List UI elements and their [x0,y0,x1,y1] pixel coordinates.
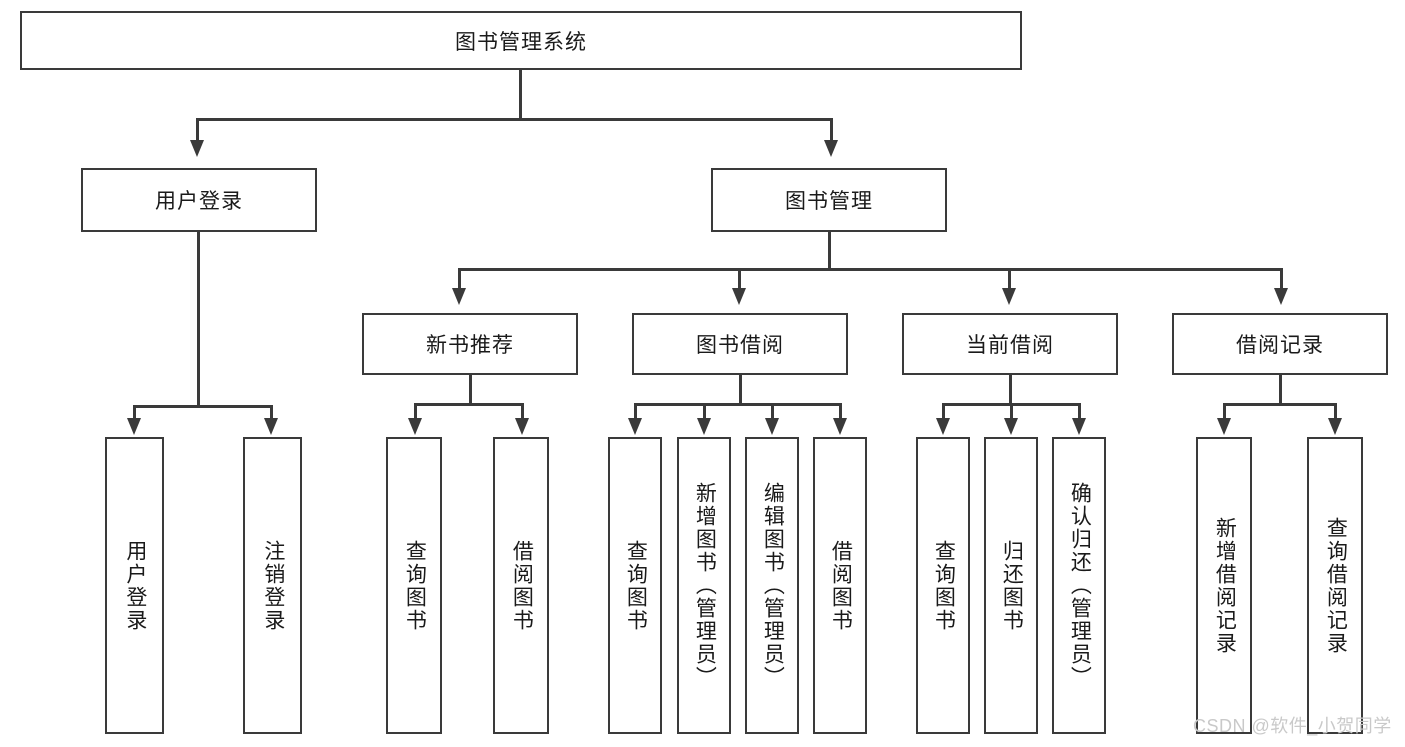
node-book-borrow[interactable]: 图书借阅 [632,313,848,375]
leaf-label: 用户登录 [123,539,147,632]
arrow-leaf-borrow-book-2 [833,418,847,435]
edge-level2-bar [196,118,833,121]
edge-borrow-record-stem [1279,375,1282,405]
leaf-label: 归还图书 [1000,539,1024,632]
arrow-to-new-book-recommend [452,288,466,305]
leaf-borrow-book-borrow[interactable]: 借阅图书 [813,437,867,734]
arrow-leaf-add-book [697,418,711,435]
leaf-label: 注销登录 [261,539,285,632]
leaf-label: 新增图书（管理员） [693,482,717,689]
node-book-management[interactable]: 图书管理 [711,168,947,232]
node-user-login[interactable]: 用户登录 [81,168,317,232]
arrow-to-current-borrow [1002,288,1016,305]
node-label: 新书推荐 [426,334,514,357]
edge-current-borrow-leaf3 [1078,403,1081,420]
edge-borrow-record-leaf1 [1223,403,1226,420]
node-current-borrow[interactable]: 当前借阅 [902,313,1118,375]
arrow-leaf-add-record [1217,418,1231,435]
leaf-query-book-current[interactable]: 查询图书 [916,437,970,734]
edge-user-login-leaf2 [270,405,273,420]
arrow-leaf-query-book-2 [628,418,642,435]
arrow-to-user-login [190,140,204,157]
leaf-borrow-book-recommend[interactable]: 借阅图书 [493,437,549,734]
edge-book-borrow-leaf3 [771,403,774,420]
arrow-to-book-borrow [732,288,746,305]
arrow-to-book-manage [824,140,838,157]
leaf-edit-book-admin[interactable]: 编辑图书（管理员） [745,437,799,734]
leaf-label: 新增借阅记录 [1213,516,1237,655]
leaf-label: 借阅图书 [829,539,853,632]
edge-to-borrow-record [1280,268,1283,290]
edge-user-login-stem [197,232,200,405]
arrow-leaf-query-record [1328,418,1342,435]
node-label: 当前借阅 [966,334,1054,357]
edge-to-current-borrow [1008,268,1011,290]
leaf-label: 查询图书 [932,539,956,632]
edge-borrow-record-leaf2 [1334,403,1337,420]
edge-book-borrow-stem [739,375,742,405]
edge-root-stem [519,70,522,120]
arrow-to-borrow-record [1274,288,1288,305]
edge-borrow-record-bar [1223,403,1337,406]
leaf-confirm-return-admin[interactable]: 确认归还（管理员） [1052,437,1106,734]
edge-current-borrow-leaf1 [942,403,945,420]
arrow-leaf-borrow-book-1 [515,418,529,435]
leaf-label: 查询图书 [624,539,648,632]
node-label: 借阅记录 [1236,334,1324,357]
edge-book-borrow-leaf1 [634,403,637,420]
node-root-system[interactable]: 图书管理系统 [20,11,1022,70]
node-borrow-record[interactable]: 借阅记录 [1172,313,1388,375]
node-label: 图书借阅 [696,334,784,357]
edge-to-new-book [458,268,461,290]
node-new-book-recommend[interactable]: 新书推荐 [362,313,578,375]
leaf-label: 借阅图书 [510,539,534,632]
edge-book-borrow-leaf2 [703,403,706,420]
edge-current-borrow-stem [1009,375,1012,405]
leaf-query-borrow-record[interactable]: 查询借阅记录 [1307,437,1363,734]
node-label: 用户登录 [155,190,243,213]
edge-user-login-bar [133,405,272,408]
arrow-leaf-confirm-return [1072,418,1086,435]
edge-to-book-borrow [738,268,741,290]
edge-book-borrow-bar [634,403,841,406]
leaf-query-book-borrow[interactable]: 查询图书 [608,437,662,734]
edge-current-borrow-leaf2 [1010,403,1013,420]
node-label: 图书管理系统 [455,30,587,54]
node-label: 图书管理 [785,190,873,213]
leaf-label: 查询借阅记录 [1324,516,1348,655]
leaf-logout[interactable]: 注销登录 [243,437,302,734]
leaf-label: 确认归还（管理员） [1068,482,1092,689]
edge-to-user-login [196,118,199,142]
edge-new-book-bar [414,403,524,406]
arrow-leaf-return-book [1004,418,1018,435]
leaf-add-book-admin[interactable]: 新增图书（管理员） [677,437,731,734]
leaf-label: 查询图书 [403,539,427,632]
leaf-query-book-recommend[interactable]: 查询图书 [386,437,442,734]
arrow-leaf-logout [264,418,278,435]
edge-to-book-manage [830,118,833,142]
edge-user-login-leaf1 [133,405,136,420]
leaf-label: 编辑图书（管理员） [761,482,785,689]
leaf-add-borrow-record[interactable]: 新增借阅记录 [1196,437,1252,734]
arrow-leaf-query-book-3 [936,418,950,435]
edge-new-book-leaf1 [414,403,417,420]
edge-new-book-stem [469,375,472,405]
leaf-return-book[interactable]: 归还图书 [984,437,1038,734]
arrow-leaf-query-book-1 [408,418,422,435]
edge-level3-bar [458,268,1282,271]
leaf-user-login[interactable]: 用户登录 [105,437,164,734]
edge-book-borrow-leaf4 [839,403,842,420]
edge-book-manage-stem [828,232,831,270]
arrow-leaf-user-login [127,418,141,435]
arrow-leaf-edit-book [765,418,779,435]
edge-new-book-leaf2 [521,403,524,420]
